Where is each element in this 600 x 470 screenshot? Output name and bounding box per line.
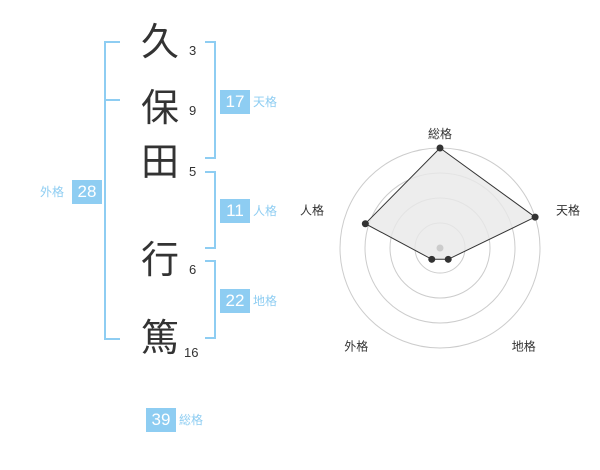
axis-label-chikaku: 地格	[512, 339, 536, 354]
soukaku-label: 総格	[179, 413, 204, 427]
radar-point-3	[444, 255, 452, 263]
name-char-3: 田	[140, 140, 179, 184]
radar-point-1	[436, 144, 444, 152]
gaikaku-label: 外格	[40, 185, 65, 199]
name-char-4: 行	[140, 238, 179, 282]
name-char-5: 篤	[140, 316, 179, 360]
radar-points	[361, 144, 539, 263]
axis-label-tenkaku: 天格	[556, 202, 580, 217]
chikaku-badge: 22	[220, 289, 250, 313]
gaikaku-badge: 28	[72, 180, 102, 204]
jinkaku-label: 人格	[253, 204, 278, 218]
radar-center-dot	[436, 244, 444, 252]
name-char-1: 久	[140, 20, 179, 64]
soukaku-badge: 39	[146, 408, 176, 432]
radar-point-4	[428, 255, 436, 263]
stroke-count-1: 3	[189, 43, 197, 58]
tenkaku-label: 天格	[253, 95, 278, 109]
radar-point-5	[361, 220, 369, 228]
stroke-count-4: 6	[189, 262, 197, 277]
stroke-count-2: 9	[189, 103, 197, 118]
tenkaku-badge: 17	[220, 90, 250, 114]
axis-label-gaikaku: 外格	[344, 339, 368, 354]
stroke-count-3: 5	[189, 164, 197, 179]
name-char-2: 保	[140, 86, 179, 130]
axis-label-soukaku: 総格	[428, 126, 452, 141]
radar-data-area	[364, 147, 537, 260]
axis-label-jinkaku: 人格	[300, 202, 324, 217]
jinkaku-badge: 11	[220, 199, 250, 223]
stroke-count-5: 16	[184, 345, 199, 360]
fortune-radar-chart: 総格 天格 地格 外格 人格	[300, 126, 580, 354]
chikaku-bracket	[205, 260, 216, 339]
radar-point-2	[531, 213, 539, 221]
gaikaku-bracket	[104, 41, 120, 340]
tenkaku-bracket	[205, 41, 216, 159]
gaikaku-bracket-tick	[104, 99, 120, 101]
jinkaku-bracket	[205, 171, 216, 249]
chikaku-label: 地格	[253, 294, 278, 308]
